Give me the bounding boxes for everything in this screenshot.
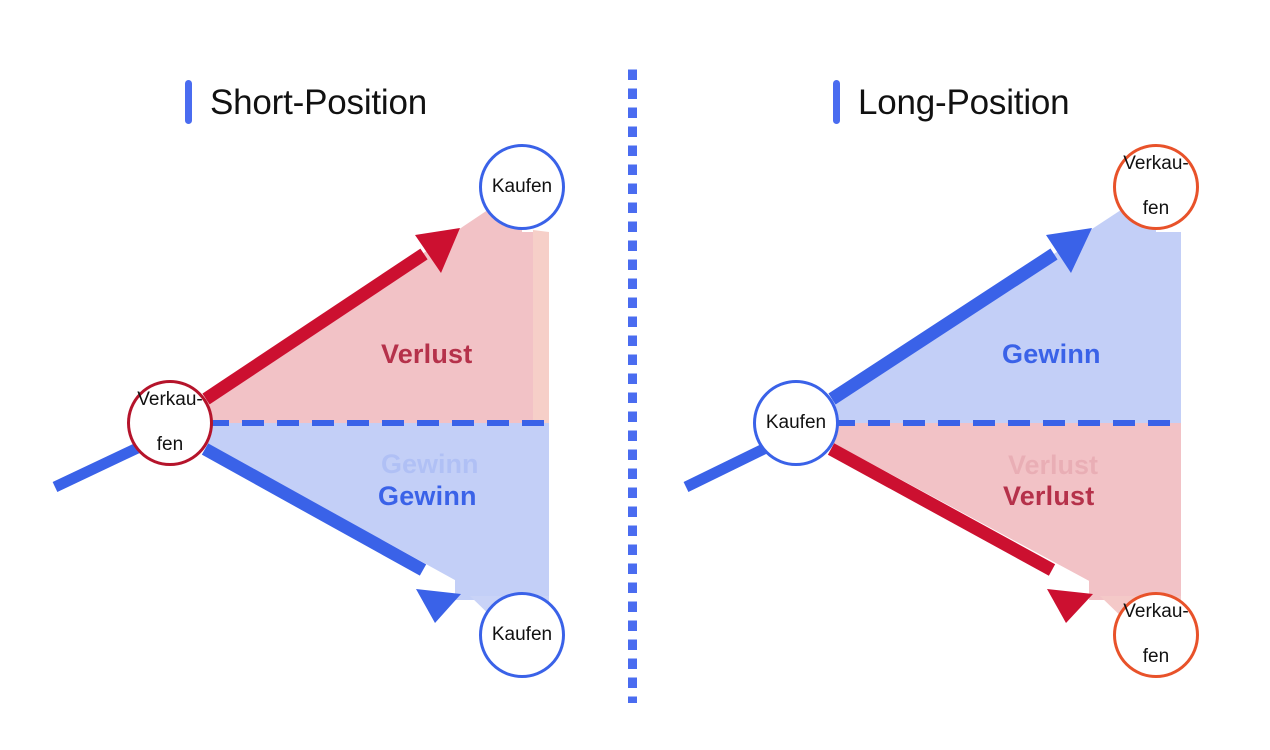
long-bottom-node-label-line2: fen — [1142, 646, 1170, 668]
short-bottom-node[interactable]: Kaufen — [479, 592, 565, 678]
long-bottom-node[interactable]: Verkau- fen — [1113, 592, 1199, 678]
panel-short-title: Short-Position — [185, 80, 427, 124]
long-top-node-label-line2: fen — [1142, 198, 1170, 220]
title-accent-bar-long — [833, 80, 840, 124]
long-top-node[interactable]: Verkau- fen — [1113, 144, 1199, 230]
short-origin-label-line1: Verkau- — [137, 389, 203, 411]
long-ghost-label: Verlust — [1008, 450, 1099, 480]
title-accent-bar-short — [185, 80, 192, 124]
short-origin-node[interactable]: Verkau- fen — [127, 380, 213, 466]
panel-short-title-text: Short-Position — [210, 82, 428, 122]
long-bottom-node-label-line1: Verkau- — [1123, 601, 1189, 623]
short-top-node-label: Kaufen — [491, 175, 553, 197]
short-lower-region-label: Gewinn — [378, 481, 477, 511]
panel-divider — [628, 63, 637, 703]
short-bottom-node-label: Kaufen — [491, 623, 553, 645]
panel-long-title-text: Long-Position — [858, 82, 1070, 122]
long-origin-label: Kaufen — [765, 411, 827, 433]
panel-long-title: Long-Position — [833, 80, 1070, 124]
long-upper-region-label: Gewinn — [1002, 339, 1101, 369]
short-top-node[interactable]: Kaufen — [479, 144, 565, 230]
long-top-node-label-line1: Verkau- — [1123, 153, 1189, 175]
short-upper-region-label: Verlust — [381, 339, 473, 369]
long-lower-region-label: Verlust — [1003, 481, 1095, 511]
short-ghost-label: Gewinn — [381, 449, 479, 479]
short-origin-label-line2: fen — [156, 434, 184, 456]
long-origin-node[interactable]: Kaufen — [753, 380, 839, 466]
